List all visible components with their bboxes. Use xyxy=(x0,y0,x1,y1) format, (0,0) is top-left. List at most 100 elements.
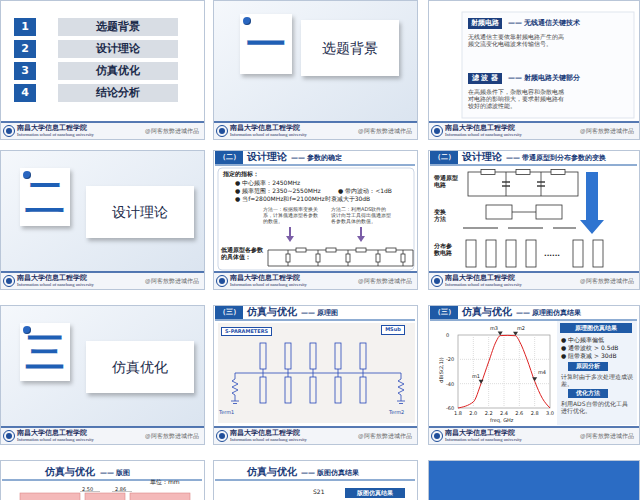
slide-text: dB(S(2,1)) xyxy=(438,357,444,383)
wire xyxy=(288,369,289,377)
sidebar-heading: 优化方法 xyxy=(568,389,608,398)
footer-text: Information school of nanchang universit… xyxy=(230,282,307,287)
slide-text: ...... xyxy=(544,250,560,258)
formula-line xyxy=(508,227,543,229)
footer-band xyxy=(214,122,417,139)
grid-line xyxy=(488,335,489,408)
slide-frame xyxy=(429,306,640,445)
slide-text: ● 当f=2800MHz和f=2100MHz时衰减大于30dB xyxy=(235,195,370,202)
footer-band xyxy=(429,272,639,289)
contents-box: 仿真优化 xyxy=(58,62,178,80)
slide-text: Term2 xyxy=(389,409,404,415)
pin-icon xyxy=(23,326,31,334)
footer-text: @阿客敖弊进城作品 xyxy=(580,128,634,135)
node-text: 仿真优化 xyxy=(112,359,168,375)
layout-strip xyxy=(130,493,190,500)
footer-band xyxy=(214,272,417,289)
slide-text: 仿真与优化 xyxy=(45,466,95,478)
slide-text: 带通原型电路 xyxy=(434,174,460,188)
wire xyxy=(541,172,542,196)
footer-rule xyxy=(214,426,417,428)
school-logo xyxy=(434,278,440,284)
footer-text: @阿客敖弊进城作品 xyxy=(580,278,634,285)
inductor-symbol xyxy=(516,170,530,175)
footer-rule xyxy=(1,121,204,123)
section-number-card: 一 xyxy=(240,14,292,74)
wire xyxy=(413,250,414,266)
footer-text: Information school of nanchang universit… xyxy=(17,282,94,287)
microstrip-line xyxy=(466,240,476,267)
capacitor-plate xyxy=(502,181,510,182)
slide-text: 分布参数电路 xyxy=(434,242,454,256)
sidebar-heading: 原理图仿真结果 xyxy=(560,323,632,333)
topic-tag: 射频电路 xyxy=(468,18,502,29)
slide-text: 仿真与优化 xyxy=(247,466,297,478)
footer-rule xyxy=(1,271,204,273)
footer-text: Information school of nanchang universit… xyxy=(17,437,94,442)
footer-text: 南昌大学信息工程学院 xyxy=(445,429,515,437)
marker-triangle xyxy=(479,380,484,384)
stub-symbol xyxy=(285,377,291,403)
wire xyxy=(338,369,339,377)
slide-text: ● 通带波纹 > 0.5dB xyxy=(561,344,618,351)
wire xyxy=(268,250,269,266)
slide-text: 1.8 xyxy=(454,410,462,416)
grid-line xyxy=(458,359,550,360)
school-logo xyxy=(219,433,225,439)
wire-loop xyxy=(468,172,578,196)
school-logo xyxy=(217,431,228,442)
slide-text: freq, GHz xyxy=(490,417,513,423)
school-logo xyxy=(6,128,12,134)
slide-text: 利用ADS自带的优化工具进行优化。 xyxy=(561,400,633,414)
footer-rule xyxy=(429,426,639,428)
schematic-ground xyxy=(218,323,415,423)
section-title-card: 选题背景 xyxy=(301,20,399,76)
slide-text: 2.6 xyxy=(515,410,523,416)
wire xyxy=(313,369,314,377)
inductor-symbol xyxy=(326,248,336,252)
footer-text: 南昌大学信息工程学院 xyxy=(445,274,515,282)
slide-text: 方法一：根据频率变换关系，计算低通原型各参数的数值。 xyxy=(263,206,318,224)
layout-strip xyxy=(20,493,80,500)
footer-text: 南昌大学信息工程学院 xyxy=(17,124,87,132)
slide-text: 仿真与优化 xyxy=(247,306,297,318)
slide-text: ● 频率范围：2350~2550MHz xyxy=(235,187,321,194)
contents-box: 选题背景 xyxy=(58,18,178,36)
wire xyxy=(363,369,364,377)
footer-band xyxy=(429,427,639,444)
capacitor-plate xyxy=(537,185,545,186)
section-title-card: 仿真优化 xyxy=(86,341,194,393)
layout-strip xyxy=(85,493,125,500)
slide-text: S21 xyxy=(313,488,324,495)
slide-text: 在高频条件下，杂散电容和杂散电感对电路的影响很大，要求射频电路有较好的滤波性能。 xyxy=(468,88,568,110)
node-text: 优化方法 xyxy=(576,390,600,397)
slide-text: 2.50 xyxy=(82,486,93,492)
capacitor-symbol xyxy=(316,254,320,262)
capacitor-symbol xyxy=(346,254,350,262)
inductor-symbol xyxy=(481,170,495,175)
footer-rule xyxy=(429,121,639,123)
school-logo xyxy=(217,276,228,287)
section-title-card: 设计理论 xyxy=(86,186,194,238)
slide-text: 无线通信主要依靠射频电路产生的高频交流变化电磁波来传输信号。 xyxy=(468,33,568,47)
header-rule xyxy=(430,320,637,321)
contents-box: 设计理论 xyxy=(58,40,178,58)
lowpass-circuit xyxy=(268,248,413,266)
inductor-symbol xyxy=(551,170,565,175)
slide-text: —— 原理图 xyxy=(301,309,338,317)
slide-text: —— 版图 xyxy=(100,469,130,477)
node-text: 结论分析 xyxy=(96,87,140,100)
slide-text: 3.0 xyxy=(546,410,554,416)
slide-text: 2.4 xyxy=(500,410,508,416)
port-resistor xyxy=(232,373,238,401)
node-text: 原理图仿真结果 xyxy=(575,325,617,332)
school-logo xyxy=(432,276,443,287)
footer-text: @阿客敖弊进城作品 xyxy=(358,278,412,285)
footer-rule xyxy=(214,121,417,123)
formula-line xyxy=(553,227,576,229)
footer-text: Information school of nanchang universit… xyxy=(230,132,307,137)
school-logo xyxy=(4,431,15,442)
sidebar-ground xyxy=(557,321,637,425)
